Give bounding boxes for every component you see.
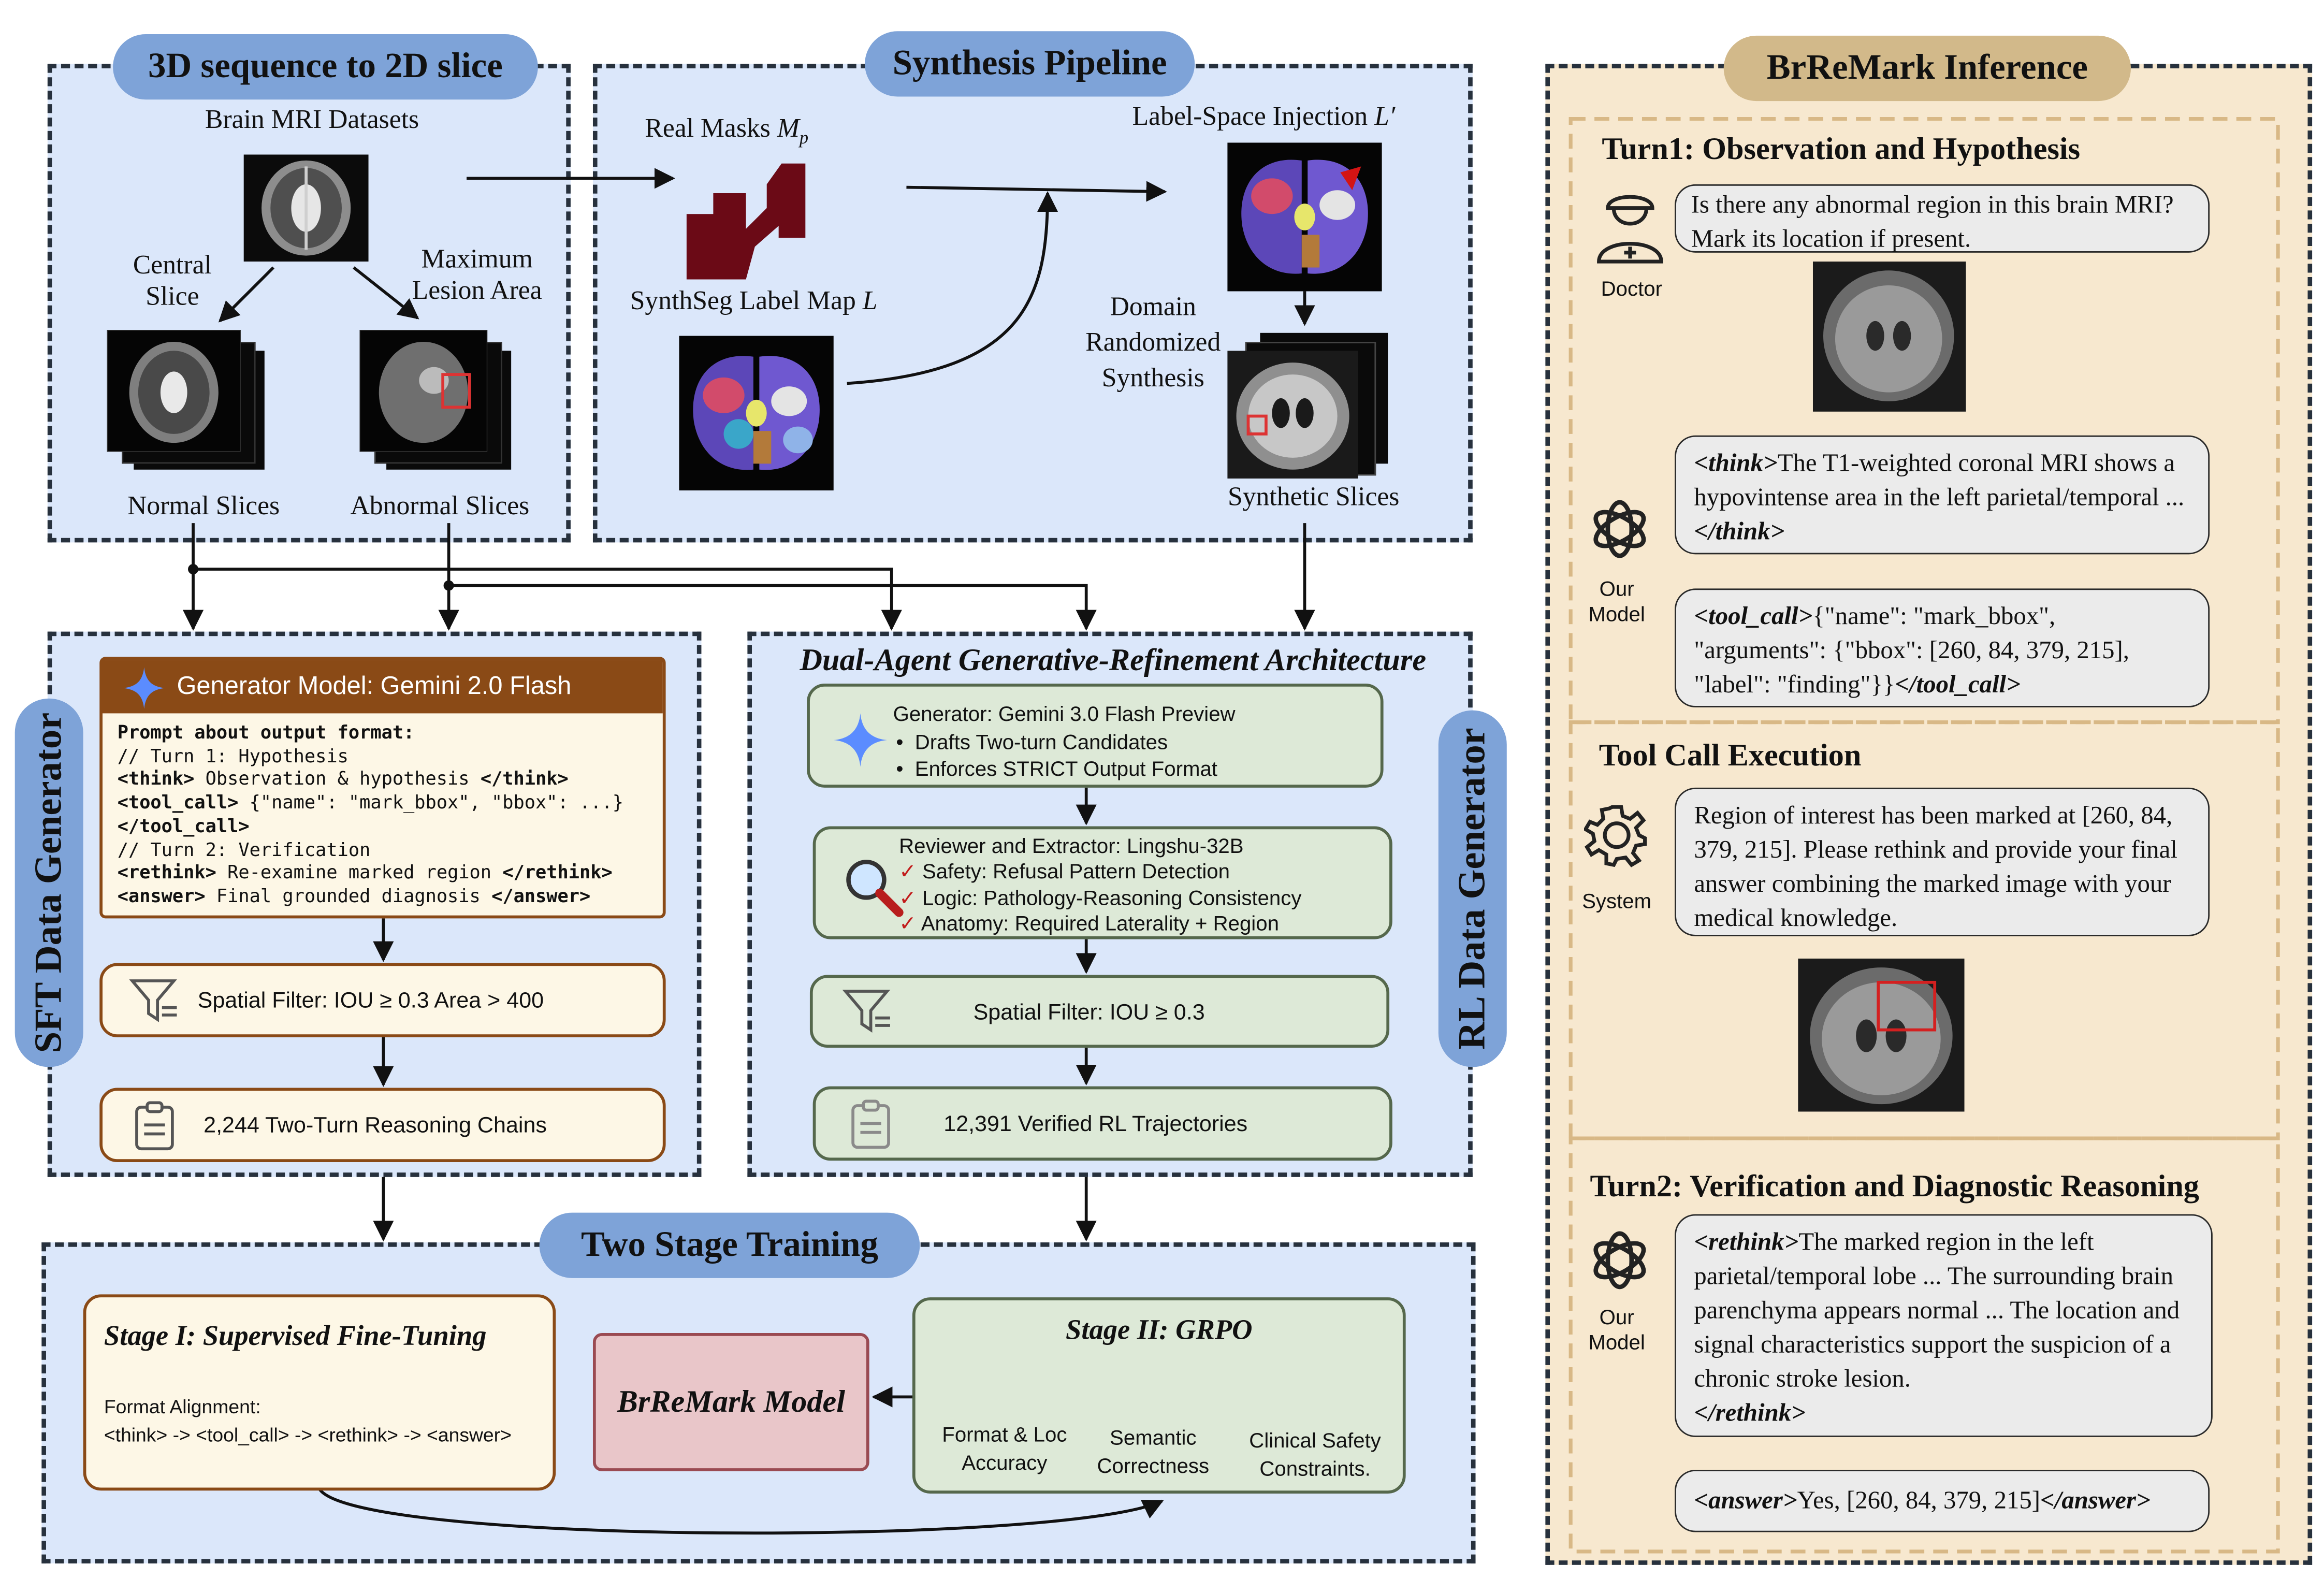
gear-icon bbox=[1584, 805, 1647, 867]
prompt-line: <think> Observation & hypothesis </think… bbox=[117, 769, 569, 790]
real-mask-shape bbox=[686, 163, 806, 280]
openai-logo-icon bbox=[1593, 500, 1646, 558]
check-item: ✓ Safety: Refusal Pattern Detection bbox=[899, 859, 1230, 883]
label-map-label: SynthSeg Label Map L bbox=[630, 285, 878, 315]
reward-semantic: Semantic Correctness bbox=[1097, 1425, 1210, 1478]
normal-slices-label: Normal Slices bbox=[127, 490, 280, 520]
rl-panel-title: Dual-Agent Generative-Refinement Archite… bbox=[800, 642, 1427, 678]
rl-generator-box: Generator: Gemini 3.0 Flash Preview • Dr… bbox=[807, 684, 1384, 788]
synthetic-slices-label: Synthetic Slices bbox=[1228, 481, 1400, 512]
sft-side-label: SFT Data Generator bbox=[14, 698, 83, 1067]
synthesis-panel-title: Synthesis Pipeline bbox=[865, 31, 1195, 97]
slice-panel-title: 3D sequence to 2D slice bbox=[113, 34, 538, 100]
reward-safety: Clinical Safety Constraints. bbox=[1249, 1428, 1381, 1481]
check-item: ✓ Anatomy: Required Laterality + Region bbox=[899, 911, 1279, 935]
sft-chains-box: 2,244 Two-Turn Reasoning Chains bbox=[99, 1088, 666, 1163]
brremark-model-box: BrReMark Model bbox=[592, 1333, 869, 1471]
prompt-line: <tool_call> {"name": "mark_bbox", "bbox"… bbox=[117, 792, 623, 813]
inference-panel-title: BrReMark Inference bbox=[1723, 35, 2131, 102]
system-bubble: Region of interest has been marked at [2… bbox=[1675, 787, 2210, 936]
dataset-mri-thumbnail bbox=[243, 154, 369, 262]
injected-label-map bbox=[1227, 142, 1382, 292]
real-masks-label: Real Masks Mp bbox=[645, 113, 809, 148]
rl-filter-box: Spatial Filter: IOU ≥ 0.3 bbox=[809, 975, 1390, 1048]
turn2-title: Turn2: Verification and Diagnostic Reaso… bbox=[1590, 1168, 2199, 1204]
prompt-code: Prompt about output format:// Turn 1: Hy… bbox=[118, 722, 623, 909]
gen-bullet: • Enforces STRICT Output Format bbox=[896, 756, 1218, 780]
domain-synthesis-label: Domain Randomized Synthesis bbox=[1085, 291, 1221, 393]
gen-bullet: • Drafts Two-turn Candidates bbox=[896, 729, 1168, 754]
gemini-sparkle-icon bbox=[123, 667, 165, 709]
synthseg-label-map bbox=[679, 336, 834, 490]
stage2-box: Stage II: GRPO bbox=[912, 1297, 1406, 1494]
answer-bubble: <answer>Yes, [260, 84, 379, 215]</answer… bbox=[1675, 1470, 2210, 1532]
prompt-line: Prompt about output format: bbox=[117, 722, 415, 743]
prompt-line: </tool_call> bbox=[117, 815, 250, 837]
rl-trajectories-box: 12,391 Verified RL Trajectories bbox=[812, 1086, 1392, 1161]
prompt-line: <answer> Final grounded diagnosis </answ… bbox=[117, 886, 591, 907]
model-label: Our Model bbox=[1588, 1305, 1645, 1354]
check-icon: ✓ bbox=[899, 885, 917, 909]
maximum-lesion-label: Maximum Lesion Area bbox=[412, 243, 542, 305]
check-item: ✓ Logic: Pathology-Reasoning Consistency bbox=[899, 885, 1302, 909]
clipboard-icon bbox=[135, 1101, 174, 1151]
turn1-title: Turn1: Observation and Hypothesis bbox=[1602, 131, 2081, 167]
think-bubble: <think>The T1-weighted coronal MRI shows… bbox=[1675, 435, 2210, 555]
system-label: System bbox=[1582, 889, 1652, 913]
check-icon: ✓ bbox=[899, 859, 917, 883]
reward-format: Format & Loc Accuracy bbox=[942, 1422, 1067, 1474]
tool-exec-title: Tool Call Execution bbox=[1599, 737, 1862, 773]
model-label: Our Model bbox=[1588, 576, 1645, 626]
check-icon: ✓ bbox=[899, 911, 917, 935]
prompt-line: // Turn 2: Verification bbox=[117, 838, 371, 860]
rl-reviewer-box: Reviewer and Extractor: Lingshu-32B ✓ Sa… bbox=[812, 826, 1392, 939]
filter-icon bbox=[843, 990, 891, 1033]
question-bubble: Is there any abnormal region in this bra… bbox=[1675, 184, 2210, 253]
abnormal-slices-label: Abnormal Slices bbox=[350, 490, 530, 520]
datasets-label: Brain MRI Datasets bbox=[205, 104, 419, 134]
training-panel-title: Two Stage Training bbox=[539, 1212, 920, 1278]
openai-logo-icon bbox=[1593, 1231, 1646, 1290]
prompt-line: // Turn 1: Hypothesis bbox=[117, 745, 348, 766]
marked-mri-image bbox=[1798, 958, 1965, 1112]
rl-side-label: RL Data Generator bbox=[1438, 710, 1507, 1067]
tool-call-bubble: <tool_call>{"name": "mark_bbox", "argume… bbox=[1675, 588, 2210, 707]
prompt-line: <rethink> Re-examine marked region </ret… bbox=[117, 862, 613, 884]
clipboard-icon bbox=[851, 1099, 890, 1149]
filter-icon bbox=[129, 979, 177, 1022]
rethink-bubble: <rethink>The marked region in the left p… bbox=[1675, 1214, 2213, 1437]
magnifier-icon bbox=[846, 860, 904, 917]
injection-label: Label-Space Injection L′ bbox=[1132, 101, 1396, 131]
doctor-icon bbox=[1597, 195, 1663, 264]
generator-prompt-box: Generator Model: Gemini 2.0 Flash Prompt… bbox=[99, 657, 666, 919]
question-mri-image bbox=[1812, 262, 1966, 412]
doctor-label: Doctor bbox=[1601, 276, 1662, 300]
generator-header: Generator Model: Gemini 2.0 Flash bbox=[103, 660, 663, 714]
central-slice-label: Central Slice bbox=[133, 250, 212, 311]
stage1-box: Stage I: Supervised Fine-Tuning Format A… bbox=[83, 1294, 556, 1491]
gemini-sparkle-icon bbox=[833, 713, 888, 767]
sft-filter-box: Spatial Filter: IOU ≥ 0.3 Area > 400 bbox=[99, 963, 666, 1037]
